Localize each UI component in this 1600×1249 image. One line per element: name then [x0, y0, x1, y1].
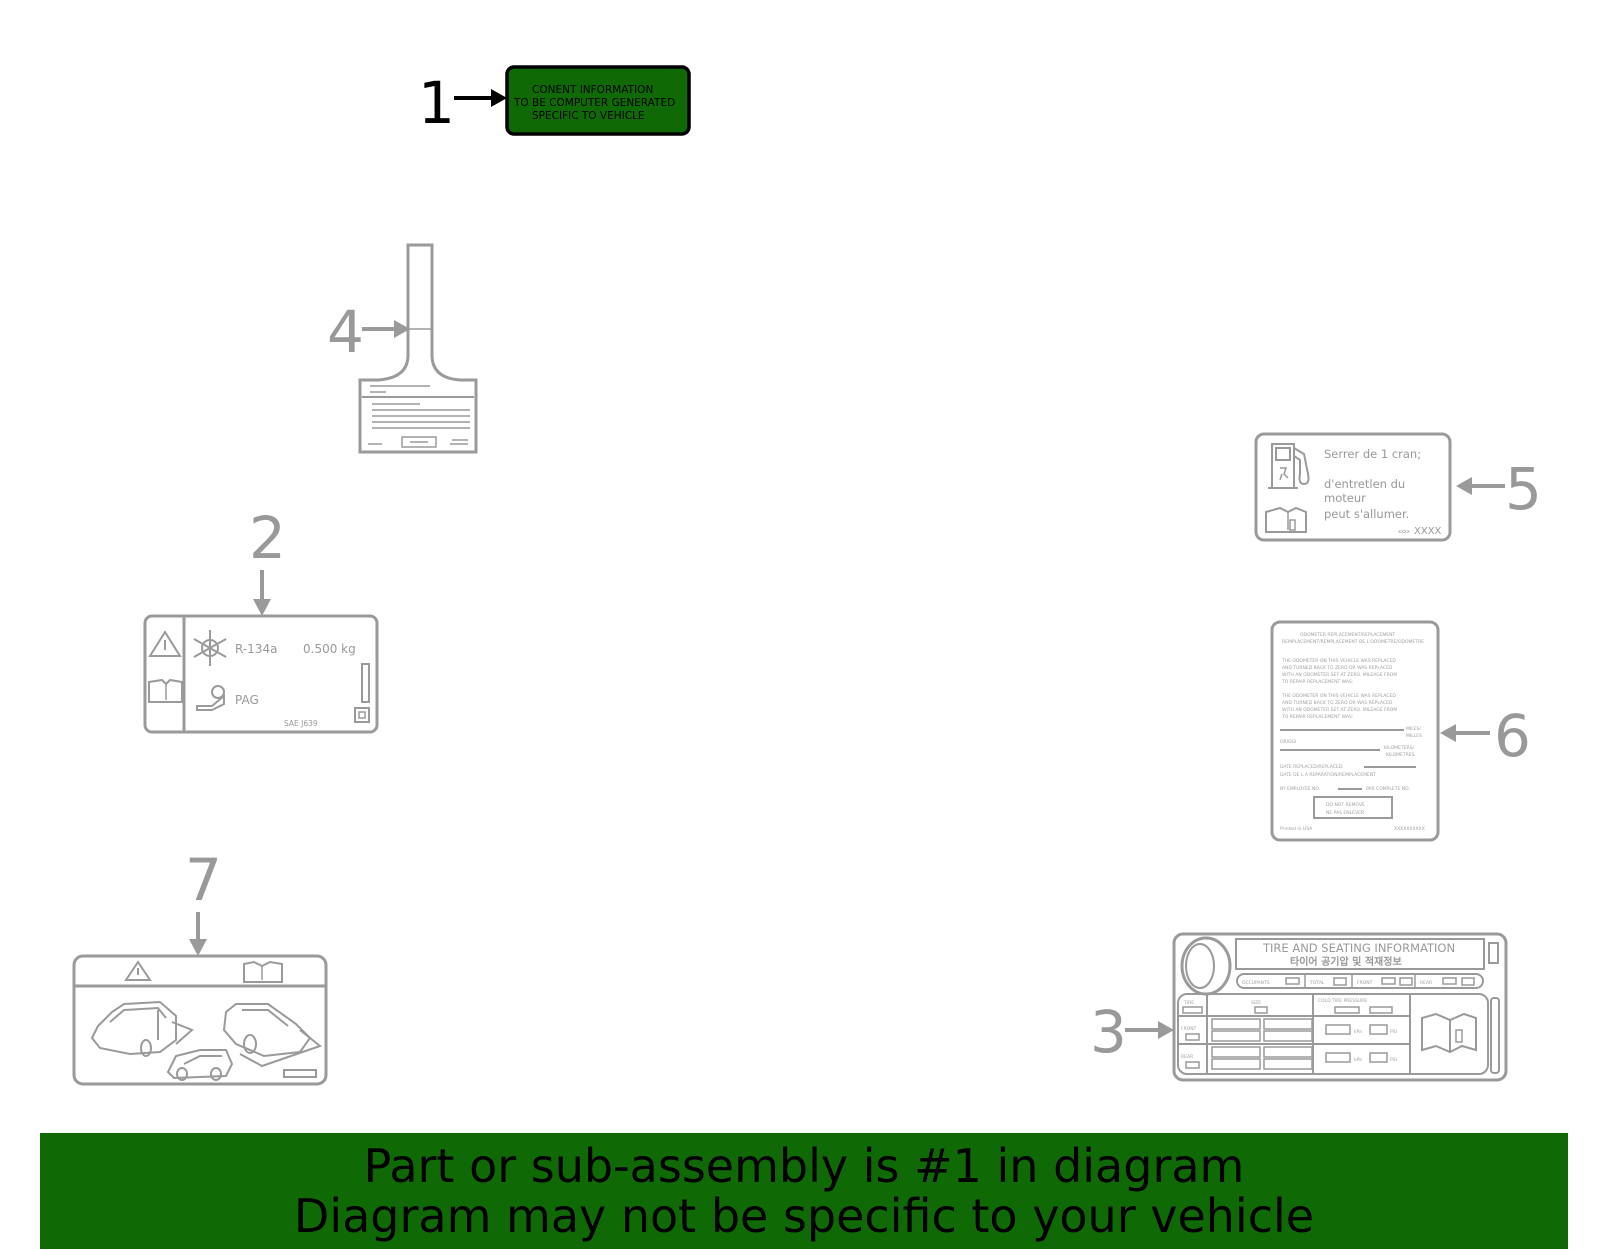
svg-text:DATE REPLACED/REPLACED:: DATE REPLACED/REPLACED: [1280, 764, 1344, 770]
part-2-group[interactable]: 2 R-134a 0.500 kg PAG SAE J639 [143, 504, 379, 734]
svg-text:THE ODOMETER ON THIS VEHICLE W: THE ODOMETER ON THIS VEHICLE WAS REPLACE… [1281, 693, 1396, 699]
tire-info-title-korean: 타이어 공기압 및 적재정보 [1290, 955, 1402, 968]
svg-text:AND TURNED BACK TO ZERO OR WAS: AND TURNED BACK TO ZERO OR WAS REPLACED [1282, 700, 1393, 706]
callout-3: 3 [1090, 998, 1127, 1066]
svg-text:FRONT: FRONT [1181, 1026, 1197, 1032]
part-1-text-line2: TO BE COMPUTER GENERATED [513, 97, 675, 109]
part-7-label[interactable] [72, 954, 328, 1086]
part-5-text-line4: peut s'allumer. [1324, 507, 1409, 521]
refrigerant-amount: 0.500 kg [303, 642, 356, 656]
tire-icon [1180, 936, 1232, 996]
svg-text:KILOMETRES: KILOMETRES [1386, 752, 1415, 758]
svg-text:NE PAS ENLEVER: NE PAS ENLEVER [1326, 810, 1364, 816]
svg-text:COLD TIRE PRESSURE: COLD TIRE PRESSURE [1318, 998, 1367, 1004]
svg-text:KILOMETERS/: KILOMETERS/ [1384, 745, 1414, 751]
part-1-group[interactable]: 1 CONENT INFORMATION TO BE COMPUTER GENE… [418, 65, 691, 137]
manual-icon [1421, 1012, 1477, 1054]
svg-text:REMPLACEMENT/REMPLACEMENT DE L: REMPLACEMENT/REMPLACEMENT DE L'ODOMETRE/… [1282, 639, 1424, 645]
svg-text:ORIOGI: ORIOGI [1280, 739, 1296, 745]
svg-text:THE ODOMETER ON THIS VEHICLE W: THE ODOMETER ON THIS VEHICLE WAS REPLACE… [1281, 658, 1396, 664]
svg-text:XXXXXXXXXX: XXXXXXXXXX [1394, 826, 1425, 832]
svg-text:TOTAL: TOTAL [1309, 980, 1325, 986]
svg-text:MILES/: MILES/ [1406, 726, 1421, 732]
callout-6: 6 [1494, 702, 1531, 770]
svg-text:ODOMETER REPLACEMENT/REPLACEME: ODOMETER REPLACEMENT/REPLACEMENT [1300, 632, 1395, 638]
manual-icon [148, 678, 183, 703]
svg-text:WITH AN ODOMETER SET AT ZERO.: WITH AN ODOMETER SET AT ZERO. MILEAGE FR… [1282, 672, 1397, 678]
svg-text:OCCUPANTS: OCCUPANTS [1242, 980, 1270, 986]
info-banner: Part or sub-assembly is #1 in diagram Di… [40, 1133, 1568, 1249]
manual-icon [243, 960, 283, 983]
svg-text:kPa: kPa [1354, 1057, 1362, 1063]
svg-text:BY EMPLOYEE NO.: BY EMPLOYEE NO. [1280, 786, 1320, 792]
part-5-code: XXXX [1414, 526, 1442, 537]
child-seat-vehicle-icon [166, 1049, 234, 1081]
svg-text:TO REPAIR REPLACEMENT WAS:: TO REPAIR REPLACEMENT WAS: [1281, 714, 1353, 720]
callout-5: 5 [1505, 455, 1542, 523]
banner-line-2: Diagram may not be specific to your vehi… [293, 1189, 1315, 1243]
svg-text:Printed in USA: Printed in USA [1280, 826, 1313, 832]
svg-text:FRONT: FRONT [1357, 980, 1373, 986]
part-5-text-line1: Serrer de 1 cran; [1324, 447, 1421, 461]
vehicle-icon [90, 1000, 194, 1057]
part-3-label[interactable] [1172, 932, 1508, 1082]
warning-icon [148, 630, 182, 657]
svg-text:PSI: PSI [1390, 1057, 1397, 1063]
oil-can-icon [196, 685, 225, 711]
svg-text:kPa: kPa [1354, 1029, 1362, 1035]
svg-text:REAR: REAR [1181, 1054, 1193, 1060]
oil-type: PAG [235, 693, 259, 707]
callout-2: 2 [249, 504, 286, 572]
svg-text:WITH AN ODOMETER SET AT ZERO.: WITH AN ODOMETER SET AT ZERO. MILEAGE FR… [1282, 707, 1397, 713]
standard-text: SAE J639 [284, 719, 318, 728]
svg-text:PSI: PSI [1390, 1029, 1397, 1035]
vehicle-icon [222, 1003, 323, 1068]
callout-7: 7 [185, 846, 222, 914]
svg-text:TO REPAIR REPLACEMENT WAS:: TO REPAIR REPLACEMENT WAS: [1281, 679, 1353, 685]
part-2-label[interactable] [143, 614, 379, 734]
part-5-text-line2: d'entretlen du [1324, 477, 1405, 491]
svg-text:PAR COMPLETE NO.: PAR COMPLETE NO. [1366, 786, 1410, 792]
part-5-text-line3: moteur [1324, 491, 1366, 505]
banner-line-1: Part or sub-assembly is #1 in diagram [363, 1139, 1245, 1193]
part-5-group[interactable]: 5 Serrer de 1 cran; d'entretlen du moteu… [1254, 432, 1542, 542]
part-6-group[interactable]: 6 ODOMETER REPLACEMENT/REPLACEMENT REMPL… [1270, 620, 1531, 842]
warning-icon [124, 960, 152, 981]
part-4-group[interactable]: 4 [327, 243, 478, 454]
svg-text:SIZE: SIZE [1251, 1000, 1261, 1006]
svg-text:TIRE: TIRE [1183, 1000, 1194, 1006]
part-1-label[interactable] [505, 65, 691, 136]
svg-text:DO NOT REMOVE: DO NOT REMOVE [1326, 802, 1365, 808]
part-5-label[interactable] [1254, 432, 1452, 542]
callout-4: 4 [327, 298, 364, 366]
svg-text:AND TURNED BACK TO ZERO OR WAS: AND TURNED BACK TO ZERO OR WAS REPLACED [1282, 665, 1393, 671]
part-7-group[interactable]: 7 [72, 846, 328, 1086]
part-6-label[interactable] [1270, 620, 1440, 842]
fuel-pump-icon [1268, 443, 1310, 489]
svg-text:REAR: REAR [1420, 980, 1432, 986]
part-3-group[interactable]: 3 TIRE AND SEATING INFORMATION 타이어 공기압 및… [1090, 932, 1508, 1082]
part-5-code-small: xxxx [1398, 529, 1410, 535]
svg-text:DATE DE L A REPARATION/REMPLAC: DATE DE L A REPARATION/REMPLACEMENT [1280, 772, 1376, 778]
tire-info-title: TIRE AND SEATING INFORMATION [1262, 941, 1455, 955]
refrigerant-type: R-134a [235, 642, 277, 656]
manual-icon [1265, 506, 1307, 533]
part-1-text-line3: SPECIFIC TO VEHICLE [532, 110, 645, 122]
parts-diagram: 1 CONENT INFORMATION TO BE COMPUTER GENE… [72, 65, 1542, 1086]
callout-1: 1 [418, 69, 455, 137]
part-4-tag[interactable] [358, 243, 478, 454]
do-not-remove-box [1313, 796, 1393, 819]
part-1-text-line1: CONENT INFORMATION [532, 84, 653, 96]
snowflake-icon [193, 630, 227, 666]
svg-text:MILLES: MILLES [1406, 733, 1422, 739]
